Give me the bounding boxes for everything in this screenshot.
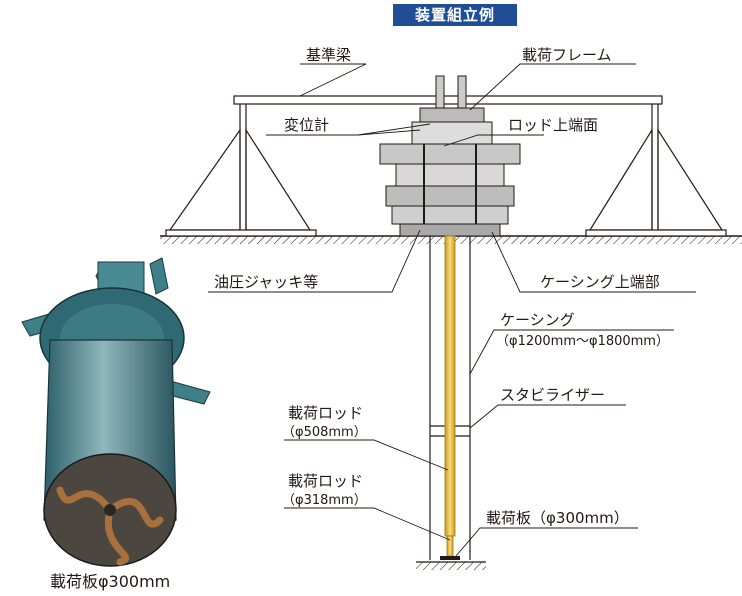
loading-rod — [444, 235, 456, 557]
loading-frame — [379, 75, 521, 237]
loading-plate — [440, 556, 460, 560]
loading-plate-photo — [21, 257, 211, 567]
label-reference-beam: 基準梁 — [306, 46, 351, 64]
reference-beam — [165, 95, 727, 237]
label-loading-rod-1: 載荷ロッド — [288, 404, 363, 422]
label-stabilizer: スタビライザー — [500, 386, 605, 404]
label-loading-rod-1-diameter: （φ508mm） — [282, 425, 367, 440]
label-casing: ケーシング — [500, 311, 575, 329]
label-loading-rod-2-diameter: （φ318mm） — [282, 493, 367, 508]
diagram-title: 装置組立例 — [393, 4, 517, 26]
photo-caption: 載荷板φ300mm — [50, 572, 171, 591]
label-loading-plate: 載荷板（φ300mm） — [486, 509, 629, 527]
label-hydraulic-jack: 油圧ジャッキ等 — [214, 273, 318, 291]
label-rod-top-surface: ロッド上端面 — [508, 116, 598, 134]
label-casing-diameter: （φ1200mm～φ1800mm） — [496, 334, 669, 349]
leader-lines — [208, 63, 696, 557]
label-casing-top: ケーシング上端部 — [540, 273, 660, 291]
bottom-ground — [416, 561, 486, 570]
label-loading-rod-2: 載荷ロッド — [288, 472, 363, 490]
label-loading-frame: 載荷フレーム — [522, 46, 612, 64]
label-displacement-meter: 変位計 — [284, 116, 329, 134]
